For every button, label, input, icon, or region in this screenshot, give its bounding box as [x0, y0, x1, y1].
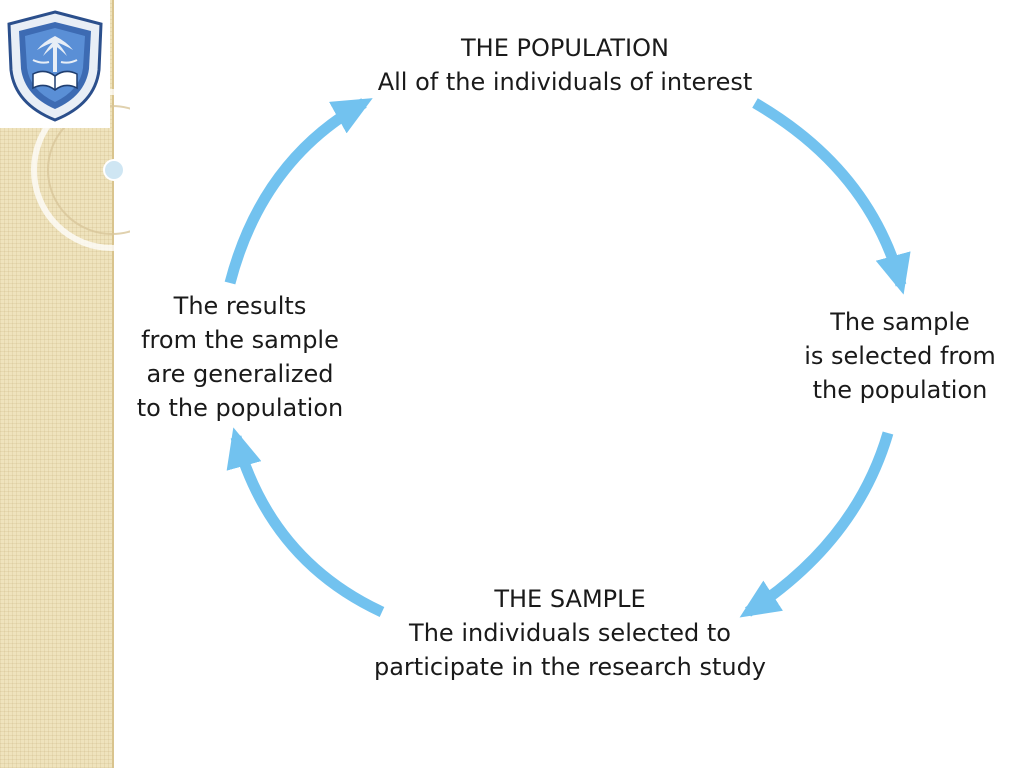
generalization-node: The results from the sample are generali… [100, 289, 380, 425]
sample-selection-line-2: is selected from [804, 342, 996, 370]
generalization-line-2: from the sample [141, 326, 339, 354]
sample-node: THE SAMPLE The individuals selected to p… [330, 582, 810, 684]
population-node: THE POPULATION All of the individuals of… [330, 31, 800, 99]
sample-description-line-2: participate in the research study [373, 653, 767, 681]
population-description: All of the individuals of interest [377, 68, 753, 96]
population-title: THE POPULATION [461, 34, 669, 62]
king-saud-university-seal-icon [7, 10, 103, 122]
sample-title: THE SAMPLE [494, 585, 646, 613]
generalization-line-3: are generalized [146, 360, 334, 388]
sample-description-line-1: The individuals selected to [409, 619, 731, 647]
sample-selection-line-1: The sample [830, 308, 970, 336]
generalization-line-4: to the population [136, 394, 344, 422]
generalization-line-1: The results [173, 292, 307, 320]
sample-selection-line-3: the population [812, 376, 988, 404]
arrow-sample-description-to-sample [739, 431, 894, 618]
arrow-population-to-sample-description [752, 98, 911, 295]
logo-area [0, 0, 110, 128]
arrow-sample-to-generalization [226, 427, 385, 617]
decorative-rings [31, 89, 130, 251]
side-decor-band [0, 0, 114, 768]
arrow-generalization-to-population [224, 98, 373, 285]
sample-selection-node: The sample is selected from the populati… [780, 305, 1020, 407]
